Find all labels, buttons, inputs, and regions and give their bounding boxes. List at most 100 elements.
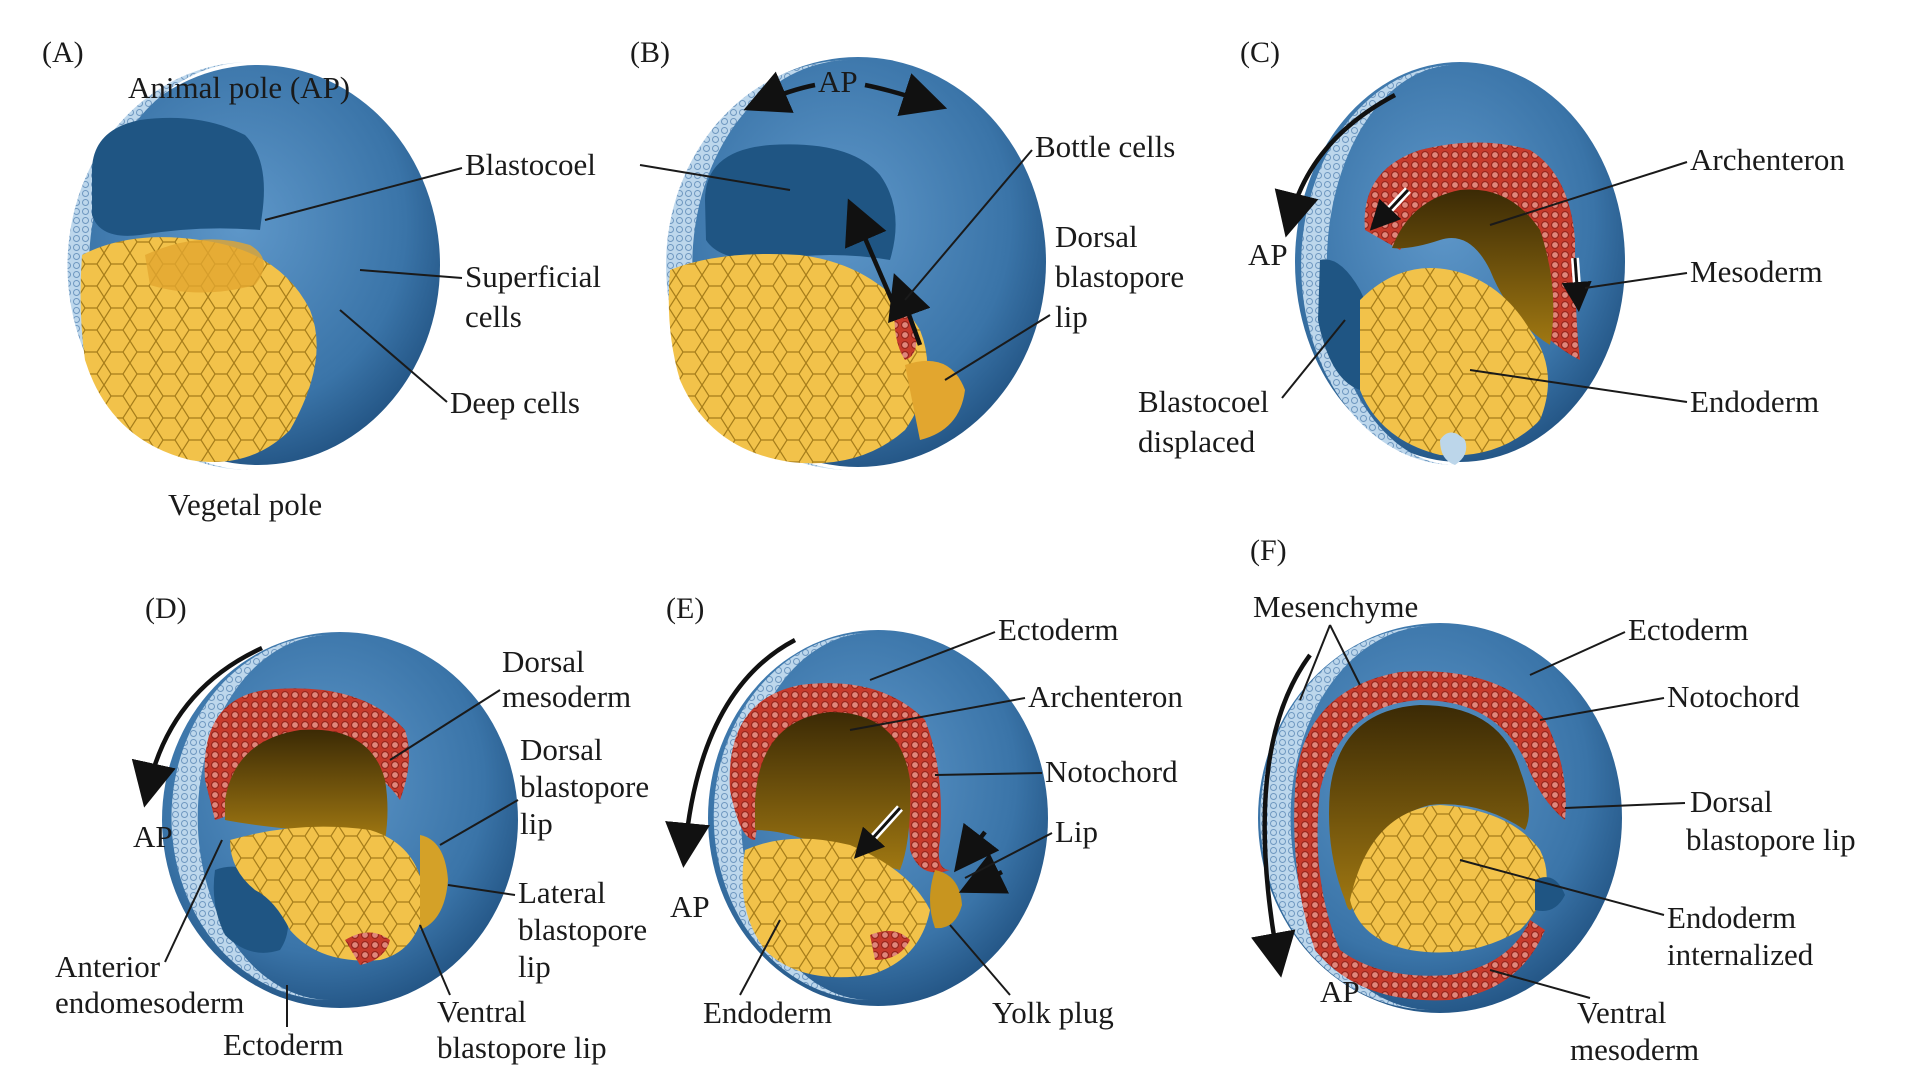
leader-endoderm-c xyxy=(1469,369,1688,403)
label-ectoderm-f: Ectoderm xyxy=(1628,612,1749,647)
label-ap-f: AP xyxy=(1320,974,1360,1009)
label-ectoderm-e: Ectoderm xyxy=(998,612,1119,647)
leader-lbl-d xyxy=(447,884,516,896)
leader-dbl-b xyxy=(944,314,1051,381)
label-dbl-d-3: lip xyxy=(520,806,553,841)
panel-c: (C) AP Archenteron Mesoderm Endoderm Bla… xyxy=(1138,36,1845,465)
blastopore-c xyxy=(1440,432,1467,465)
label-ae-d-2: endomesoderm xyxy=(55,985,244,1020)
label-dbl-b-2: blastopore xyxy=(1055,259,1184,294)
label-superficial-1: Superficial xyxy=(465,259,601,294)
label-vegetal-pole: Vegetal pole xyxy=(168,487,322,522)
label-dbl-b-3: lip xyxy=(1055,299,1088,334)
panel-a-letter: (A) xyxy=(42,36,84,69)
inarrow-c-2 xyxy=(1561,257,1592,312)
label-mesenchyme-f: Mesenchyme xyxy=(1253,589,1418,624)
label-deep-cells: Deep cells xyxy=(450,385,580,420)
endoderm-c xyxy=(1360,268,1548,456)
leader-bd-c xyxy=(1281,319,1346,399)
label-endoderm-e: Endoderm xyxy=(703,995,832,1030)
ap-arrow-d xyxy=(131,645,263,808)
ventral-mesoderm-e xyxy=(870,931,910,960)
leader-dbl-d xyxy=(439,799,519,846)
label-bd-c-2: displaced xyxy=(1138,424,1256,459)
leader-bottle-cells xyxy=(904,149,1033,301)
label-vm-f-2: mesoderm xyxy=(1570,1032,1699,1067)
ap-arrow-right-b xyxy=(864,73,948,117)
leader-yolk-plug-e xyxy=(949,924,1011,996)
endoderm-d xyxy=(230,826,425,961)
label-ap-e: AP xyxy=(670,889,710,924)
blastopore-lip-b xyxy=(905,360,965,440)
inarrow-e-1 xyxy=(853,806,902,859)
label-dbl-b-1: Dorsal xyxy=(1055,219,1138,254)
leader-endoderm-e xyxy=(739,919,781,996)
label-lbl-d-1: Lateral xyxy=(518,875,606,910)
label-dm-d-2: mesoderm xyxy=(502,679,631,714)
label-yolk-plug-e: Yolk plug xyxy=(992,995,1114,1030)
panel-b-letter: (B) xyxy=(630,36,670,69)
yolk-plug-e xyxy=(930,870,962,929)
panel-b: (B) AP Bottle cells Dorsal blastopore li… xyxy=(630,36,1184,470)
deep-cells-a xyxy=(80,237,317,462)
arrow-e-lip-2 xyxy=(958,853,1010,894)
ap-arrow-left-b xyxy=(743,71,816,113)
blastocoel-a xyxy=(91,117,264,236)
leader-lip-e xyxy=(964,832,1053,879)
label-lbl-d-3: lip xyxy=(518,949,551,984)
archenteron-d xyxy=(225,729,388,840)
leader-ei-f xyxy=(1459,859,1665,916)
leader-blastocoel-a xyxy=(264,167,463,221)
leader-ae-d xyxy=(164,839,223,963)
label-endoderm-c: Endoderm xyxy=(1690,384,1819,419)
leader-ectoderm-f xyxy=(1529,631,1626,676)
label-dbl-d-2: blastopore xyxy=(520,769,649,804)
label-ae-d-1: Anterior xyxy=(55,949,161,984)
arrow-b-2 xyxy=(888,273,931,346)
embryo-d-shell xyxy=(171,635,330,1000)
ventral-mesoderm-d xyxy=(345,932,390,965)
label-ap-c: AP xyxy=(1248,237,1288,272)
label-superficial-2: cells xyxy=(465,299,522,334)
label-vbl-d-1: Ventral xyxy=(437,994,527,1029)
label-lip-e: Lip xyxy=(1055,814,1098,849)
panel-f: (F) AP Mesenchyme Ectoderm Notochord Dor… xyxy=(1250,534,1856,1067)
label-lbl-d-2: blastopore xyxy=(518,912,647,947)
label-ei-f-2: internalized xyxy=(1667,937,1814,972)
panel-d: (D) AP Dorsal mesoderm Dorsal blastopore… xyxy=(55,592,649,1065)
leader-dbl-f xyxy=(1564,802,1686,809)
label-mesoderm-c: Mesoderm xyxy=(1690,254,1823,289)
inarrow-c-1 xyxy=(1369,188,1410,231)
label-archenteron-e: Archenteron xyxy=(1028,679,1183,714)
label-animal-pole: Animal pole (AP) xyxy=(128,70,350,105)
blastopore-lip-d xyxy=(420,835,448,930)
leader-archenteron-c xyxy=(1489,161,1688,226)
label-archenteron-c: Archenteron xyxy=(1690,142,1845,177)
label-blastocoel-a: Blastocoel xyxy=(465,147,596,182)
leader-mesoderm-c xyxy=(1584,272,1688,289)
archenteron-f xyxy=(1329,705,1529,910)
label-vm-f-1: Ventral xyxy=(1577,995,1667,1030)
leader-mesenchyme-f-1 xyxy=(1299,624,1331,701)
panel-f-letter: (F) xyxy=(1250,534,1287,567)
label-ectoderm-d: Ectoderm xyxy=(223,1027,344,1062)
label-vbl-d-2: blastopore lip xyxy=(437,1030,607,1065)
label-ap-b: AP xyxy=(818,64,858,99)
panel-d-letter: (D) xyxy=(145,592,187,625)
leader-deep-cells xyxy=(339,309,448,403)
label-notochord-f: Notochord xyxy=(1667,679,1800,714)
leader-notochord-e xyxy=(934,772,1043,776)
leader-notochord-f xyxy=(1539,697,1665,721)
blastocoel-displaced-c xyxy=(1318,259,1373,390)
panel-c-letter: (C) xyxy=(1240,36,1280,69)
yolk-floor-a xyxy=(145,239,264,293)
label-bottle-cells: Bottle cells xyxy=(1035,129,1175,164)
panel-e-letter: (E) xyxy=(666,592,704,625)
leader-dm-d xyxy=(389,689,501,761)
leader-mesenchyme-f-2 xyxy=(1329,624,1361,686)
label-dbl-d-1: Dorsal xyxy=(520,732,603,767)
label-bd-c-1: Blastocoel xyxy=(1138,384,1269,419)
archenteron-c xyxy=(1392,189,1554,345)
